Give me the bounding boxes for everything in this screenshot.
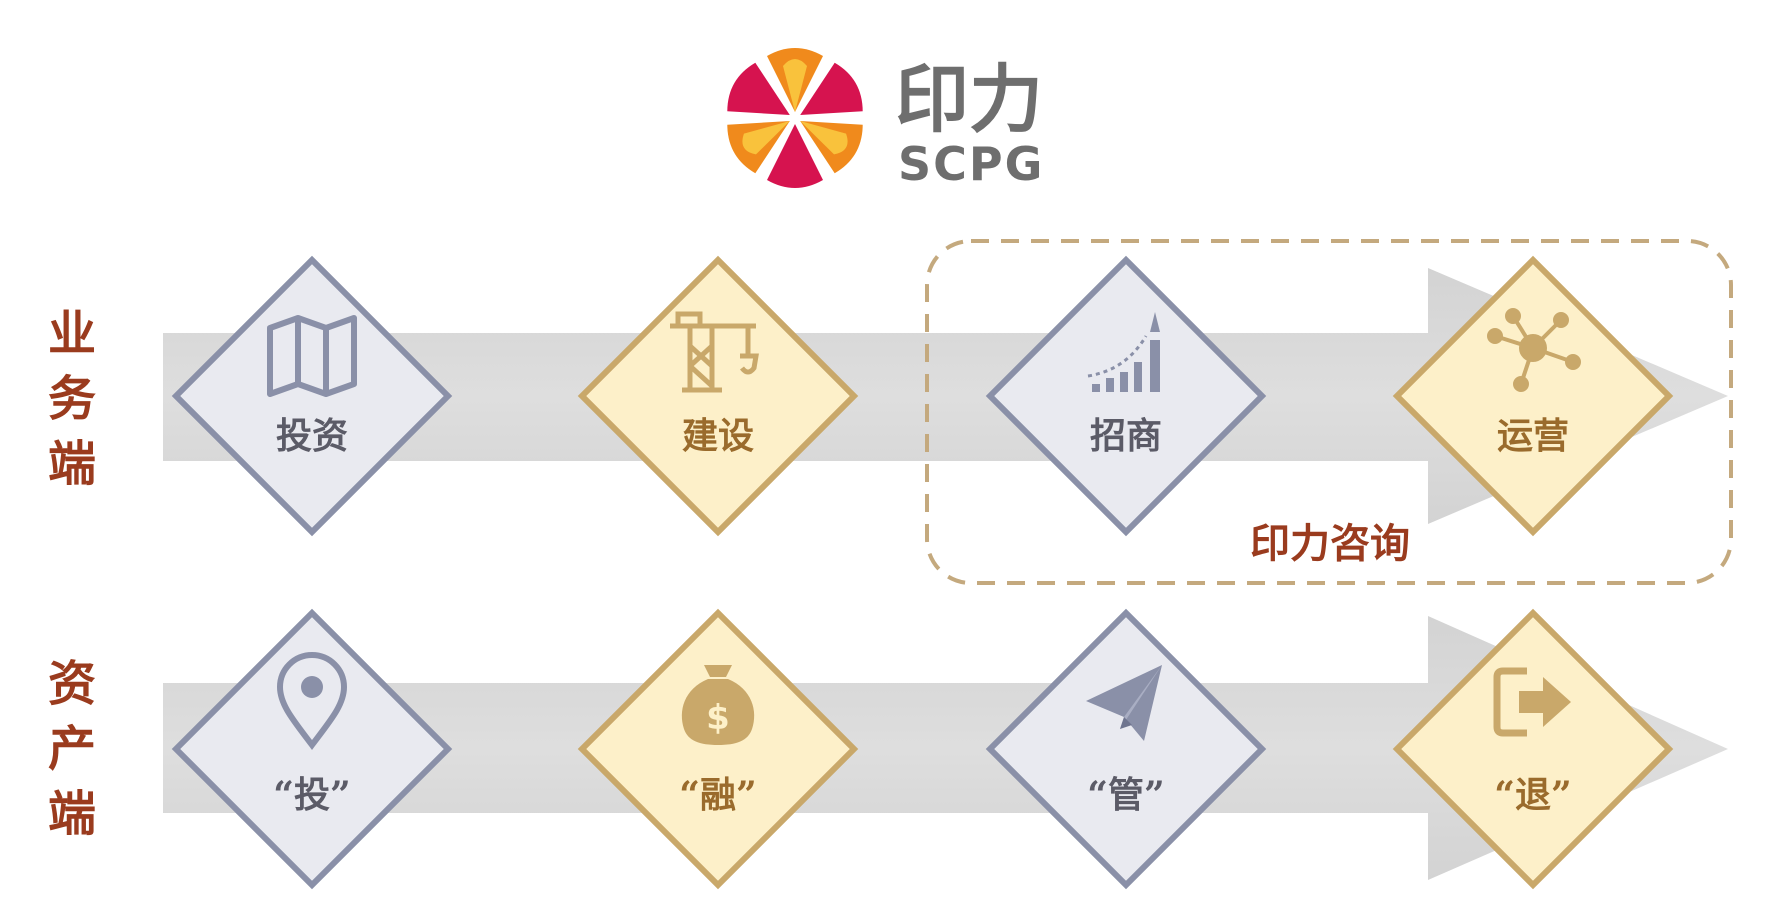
- exit-icon: [1493, 667, 1571, 737]
- row-label-asset: 资 产 端: [48, 656, 96, 842]
- paper-plane-icon: [1086, 665, 1162, 741]
- rocket-growth-icon: [1087, 312, 1160, 392]
- row-label-char: 产: [48, 721, 96, 777]
- row-label-char: 务: [48, 371, 96, 427]
- node-operation: 运营: [1392, 255, 1674, 537]
- node-label: 运营: [1497, 415, 1569, 457]
- logo-chinese-text: 印力: [895, 57, 1043, 143]
- node-asset-exit: “退”: [1392, 608, 1674, 890]
- map-icon: [267, 315, 357, 397]
- consulting-group-border: [925, 239, 1733, 585]
- node-asset-invest: “投”: [171, 608, 453, 890]
- node-asset-manage: “管”: [985, 608, 1267, 890]
- node-label: “退”: [1494, 774, 1571, 816]
- business-flow-arrow: [163, 268, 1728, 524]
- flower-logo-icon: [727, 48, 863, 188]
- scpg-logo: 印力 SCPG: [727, 48, 1044, 191]
- node-asset-finance: $ “融”: [577, 608, 859, 890]
- svg-text:$: $: [706, 698, 730, 738]
- row-label-char: 业: [48, 306, 96, 362]
- row-label-char: 资: [48, 656, 96, 712]
- node-leasing: 招商: [985, 255, 1267, 537]
- money-bag-icon: $: [681, 665, 755, 745]
- node-label: “投”: [273, 774, 350, 816]
- logo-english-text: SCPG: [898, 137, 1044, 191]
- node-label: 建设: [682, 415, 754, 457]
- location-pin-icon: [276, 652, 348, 750]
- node-label: “管”: [1087, 774, 1164, 816]
- node-label: 投资: [276, 415, 348, 457]
- consulting-group-label: 印力咨询: [1250, 520, 1410, 567]
- node-investment: 投资: [171, 255, 453, 537]
- row-label-char: 端: [48, 436, 96, 492]
- node-construction: 建设: [577, 255, 859, 537]
- row-label-char: 端: [48, 786, 96, 842]
- node-label: “融”: [679, 774, 756, 816]
- row-label-business: 业 务 端: [48, 306, 96, 492]
- network-icon: [1487, 308, 1581, 392]
- node-label: 招商: [1090, 415, 1162, 457]
- crane-icon: [670, 311, 759, 393]
- asset-flow-arrow: [163, 616, 1728, 880]
